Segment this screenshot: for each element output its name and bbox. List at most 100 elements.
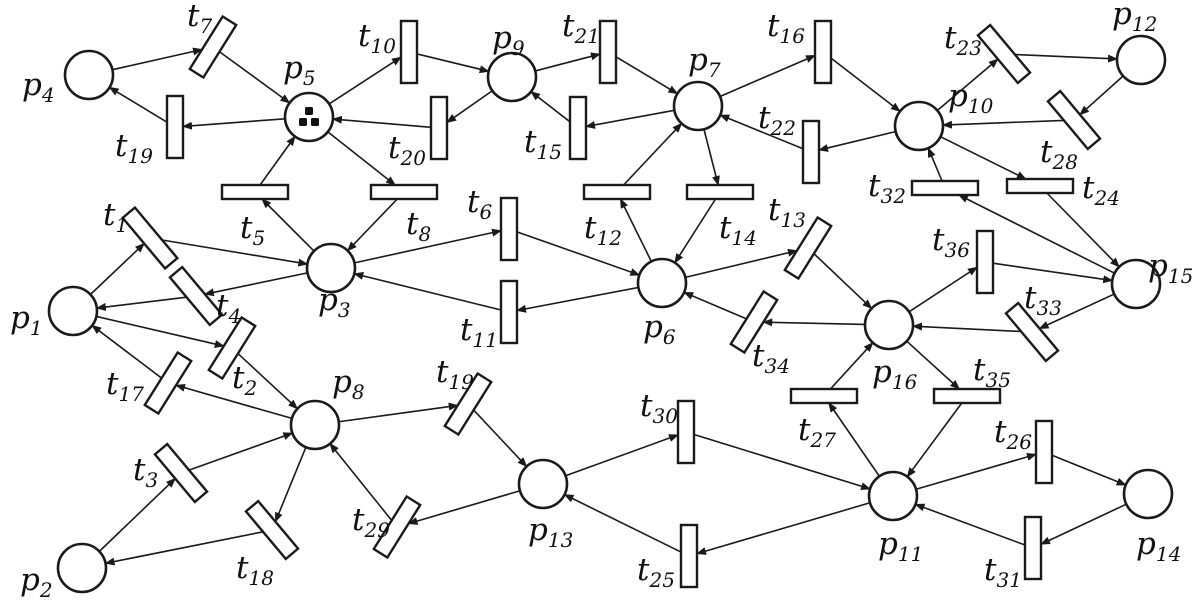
arc-t34-to-p6: [683, 291, 747, 320]
label-t26: t26: [994, 414, 1032, 454]
label-t29: t29: [352, 502, 390, 542]
label-t19b: t19: [436, 354, 474, 394]
transition-t15: [568, 95, 588, 161]
label-t13: t13: [768, 192, 806, 232]
label-t1: t1: [103, 197, 128, 237]
arc-t19a-to-p4: [108, 86, 168, 123]
arc-p3-to-t5: [261, 198, 315, 252]
label-t4: t4: [216, 288, 241, 328]
arc-t31-to-p11: [914, 503, 1026, 546]
transition-t19a: [165, 94, 185, 160]
place-p16: [863, 299, 915, 351]
arc-p1-to-t2: [96, 315, 225, 348]
label-p9: p9: [492, 20, 525, 60]
label-p13: p13: [528, 512, 573, 552]
arc-t36-to-p15: [992, 262, 1114, 284]
place-p2: [56, 542, 108, 594]
place-p1: [47, 285, 99, 337]
transition-t12: [582, 183, 652, 201]
label-t12: t12: [584, 210, 622, 250]
arc-p3-to-t6: [354, 228, 502, 264]
transition-t19b: [443, 371, 493, 437]
transition-t27: [789, 387, 859, 405]
transition-t25: [679, 523, 699, 589]
transition-t26: [1034, 419, 1054, 485]
arc-p15-to-t33: [1038, 293, 1115, 330]
label-t22: t22: [758, 100, 796, 140]
arc-p16-to-t36: [908, 266, 978, 313]
label-t32: t32: [868, 168, 906, 208]
label-t5: t5: [240, 210, 265, 250]
place-p14: [1122, 468, 1174, 520]
arc-p9-to-t21: [535, 52, 601, 72]
label-t7: t7: [187, 0, 212, 38]
label-p12: p12: [1112, 0, 1157, 36]
transition-t17: [143, 350, 193, 416]
arc-p9-to-t20: [446, 90, 493, 124]
transition-t14: [685, 183, 755, 201]
transition-t16: [813, 19, 833, 85]
arc-t8-to-p3: [346, 198, 398, 252]
transition-t4: [168, 265, 224, 327]
arc-t18-to-p2: [104, 531, 264, 566]
label-t17: t17: [106, 366, 144, 406]
transition-t1: [120, 205, 180, 271]
arc-t23-to-p12: [1014, 53, 1119, 63]
arc-t16-to-p10: [830, 57, 901, 112]
token-p5-3: [311, 118, 319, 126]
label-t24: t24: [1082, 170, 1120, 210]
label-p14: p14: [1136, 526, 1181, 566]
label-t11: t11: [460, 312, 498, 352]
arc-p6-to-t13: [685, 248, 798, 279]
label-t16: t16: [767, 8, 805, 48]
token-p5-1: [305, 107, 313, 115]
arc-t26-to-p14: [1051, 454, 1127, 486]
label-t15: t15: [524, 124, 562, 164]
label-p10: p10: [948, 78, 994, 118]
transition-t6: [499, 196, 519, 262]
arc-t13-to-p16: [813, 253, 873, 310]
arc-t30-to-p11: [693, 433, 872, 491]
label-p6: p6: [643, 309, 676, 349]
label-p4: p4: [22, 67, 55, 107]
label-t6: t6: [467, 184, 492, 224]
transition-t31: [1023, 515, 1043, 581]
arc-t7-to-p5: [219, 51, 291, 104]
arc-p4-to-t7: [112, 47, 203, 71]
arc-p7-to-t14: [703, 129, 720, 186]
label-t14: t14: [719, 210, 757, 250]
label-t3: t3: [133, 452, 158, 492]
transition-t10: [399, 19, 419, 85]
arc-t20-to-p5: [331, 115, 432, 129]
transition-t21: [598, 19, 618, 85]
arc-t25-to-p13: [563, 493, 682, 553]
arc-p14-to-t31: [1040, 503, 1127, 545]
arc-t22-to-p7: [719, 114, 804, 150]
arc-t3-to-p8: [188, 432, 294, 471]
label-p15: p15: [1148, 248, 1193, 288]
label-t8: t8: [406, 206, 431, 246]
transition-t3: [153, 442, 209, 504]
transition-t33: [1004, 301, 1060, 363]
label-t31: t31: [984, 552, 1022, 592]
arc-t15-to-p9: [530, 91, 571, 123]
transition-t23: [976, 23, 1032, 85]
arc-t12-to-p7: [623, 122, 683, 186]
arc-p7-to-t16: [719, 54, 816, 98]
label-t28: t28: [1040, 134, 1078, 174]
label-t23: t23: [944, 20, 982, 60]
arc-p13-to-t29: [407, 490, 521, 525]
place-p9: [486, 51, 538, 103]
label-t35: t35: [973, 352, 1011, 392]
arc-p6-to-t11: [516, 286, 639, 313]
place-p7: [672, 80, 724, 132]
transition-t18: [244, 499, 300, 561]
arc-t4-to-p1: [95, 296, 187, 311]
arc-p7-to-t15: [585, 109, 675, 129]
transition-t7: [188, 14, 238, 80]
arc-p6-to-t12: [619, 198, 653, 262]
arc-t27-to-p16: [829, 341, 874, 390]
place-p13: [517, 458, 569, 510]
arc-p10-to-t24: [940, 135, 1027, 180]
